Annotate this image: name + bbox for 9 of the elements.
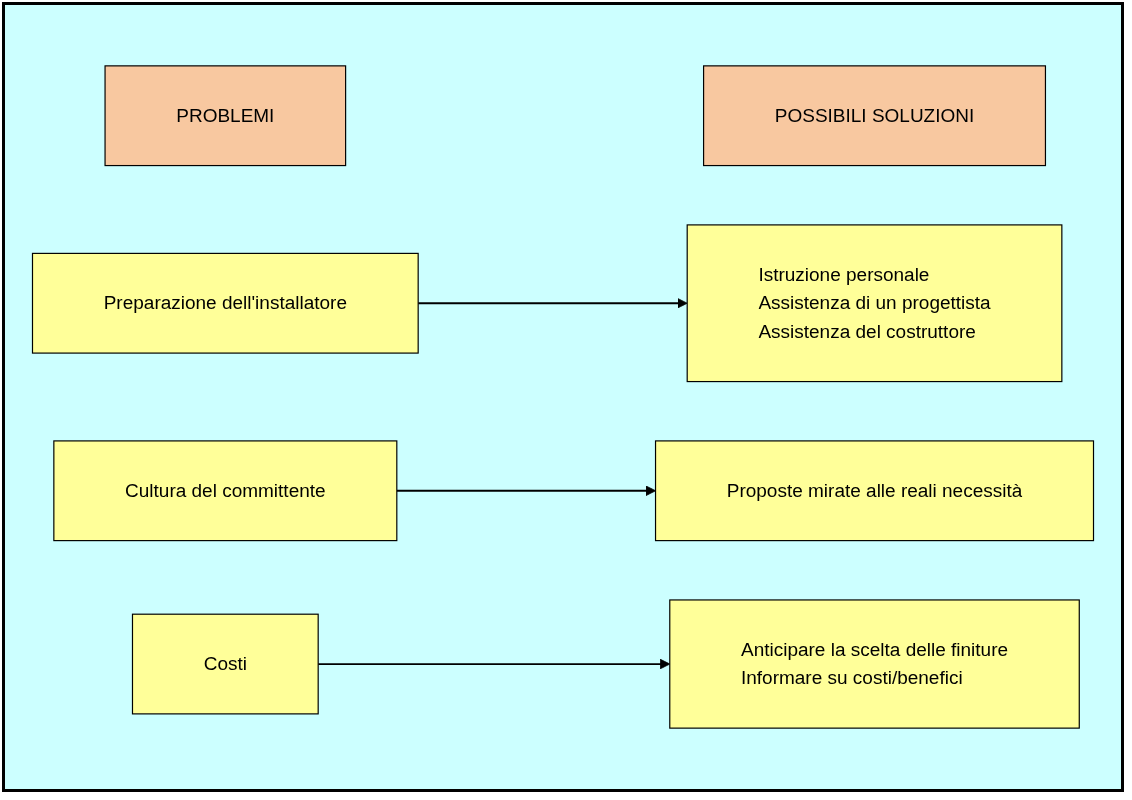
node-box [703, 65, 1047, 167]
node-box [53, 440, 398, 542]
node-box [686, 224, 1063, 383]
panel-background: PROBLEMI POSSIBILI SOLUZIONI Preparazione dell'installatore Istruzione personale Assistenza di un progettista Assistenza del costruttore Cultura del committente Proposte mirate alle reali necessità Costi Anticipare la scelta delle finiture Informare su costi/benefici [2, 2, 1124, 792]
node-box [654, 440, 1095, 542]
node-box [31, 252, 419, 354]
node-box [669, 599, 1080, 729]
node-box [104, 65, 347, 167]
node-box [131, 613, 319, 715]
